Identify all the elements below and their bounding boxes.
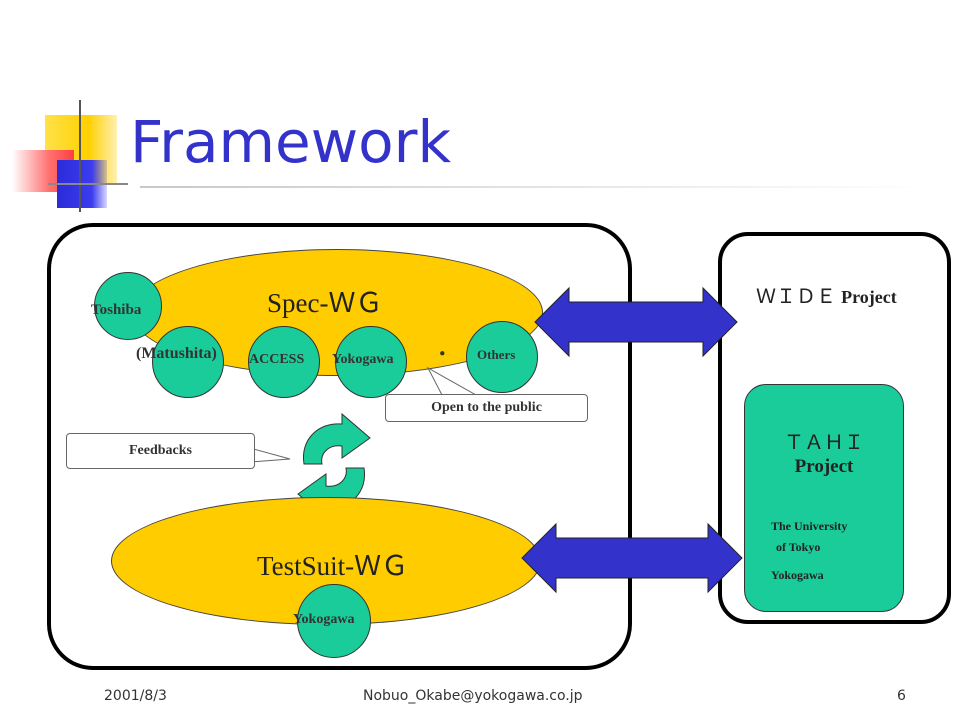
- spec-wide-double-arrow: [534, 286, 738, 358]
- member-label-access: ACCESS: [249, 352, 305, 367]
- tahi-project-box: [744, 384, 904, 612]
- wide-project-frame: [718, 232, 951, 624]
- tahi-member-line1: The University: [771, 519, 848, 533]
- member-circle-others: [466, 321, 538, 393]
- testsuit-tahi-double-arrow: [521, 522, 743, 594]
- open-to-public-callout: Open to the public: [385, 394, 588, 422]
- member-circle-matushita: [152, 326, 224, 398]
- working-group-frame: [47, 223, 632, 670]
- member-circle-testsuit-yokogawa: [297, 584, 371, 658]
- slide-title: Framework: [130, 108, 452, 176]
- tahi-member-line3: Yokogawa: [771, 568, 824, 582]
- wide-name: ＷＩＤＥ: [756, 284, 836, 308]
- wide-suffix: Project: [841, 287, 897, 307]
- member-label-toshiba: Toshiba: [91, 302, 142, 318]
- spec-wg-title: Spec-ＷＧ: [267, 281, 382, 320]
- title-underline: [140, 186, 930, 188]
- testsuit-wg-suffix: ＷＧ: [354, 551, 409, 582]
- wide-project-label: ＷＩＤＥ Project: [756, 280, 897, 309]
- deco-horizontal-line: [48, 183, 128, 185]
- feedbacks-callout: Feedbacks: [66, 433, 255, 469]
- footer-email: Nobuo_Okabe@yokogawa.co.jp: [363, 688, 583, 704]
- member-label-yokogawa: Yokogawa: [332, 352, 394, 367]
- spec-wg-name: Spec-: [267, 288, 329, 318]
- member-circle-access: [248, 326, 320, 398]
- member-circle-toshiba: [94, 272, 162, 340]
- member-circle-yokogawa: [335, 326, 407, 398]
- spec-wg-dot: ．: [437, 335, 460, 360]
- tahi-member-line2: of Tokyo: [776, 540, 821, 554]
- footer-page-number: 6: [897, 688, 906, 704]
- footer-date: 2001/8/3: [104, 688, 167, 704]
- testsuit-wg-title: TestSuit-ＷＧ: [257, 544, 408, 583]
- testsuit-wg-name: TestSuit-: [257, 551, 355, 581]
- member-label-matushita: (Matushita): [136, 345, 217, 362]
- deco-vertical-line: [79, 100, 81, 212]
- member-label-others: Others: [477, 347, 516, 362]
- tahi-project-suffix: Project: [794, 456, 854, 477]
- member-label-testsuit-yokogawa: Yokogawa: [293, 612, 355, 627]
- tahi-name: ＴＡＨＩ: [784, 430, 864, 454]
- spec-wg-suffix: ＷＧ: [328, 288, 383, 319]
